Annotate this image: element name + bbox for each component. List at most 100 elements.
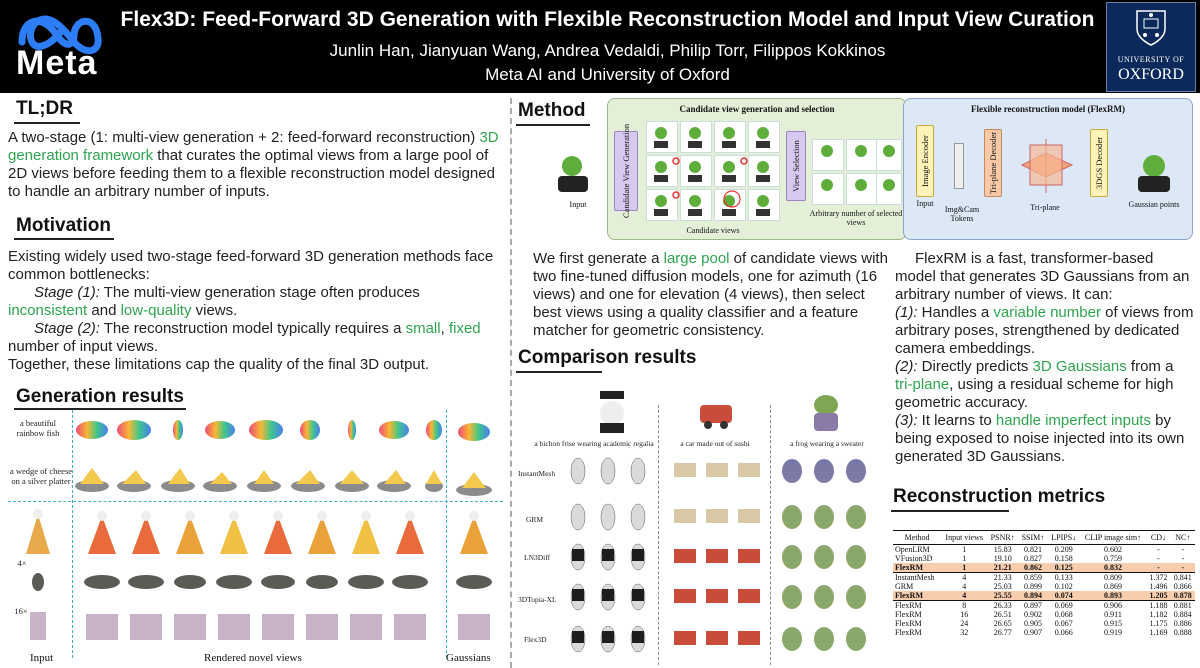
- poster-title: Flex3D: Feed-Forward 3D Generation with …: [120, 8, 1095, 31]
- table-cell: 25.03: [993, 582, 1012, 591]
- table-cell: 1.182: [1149, 610, 1168, 619]
- motivation-stage1-cont: inconsistent and low-quality views.: [8, 302, 238, 319]
- comparison-figure: a bichon frise wearing academic regalia …: [512, 385, 880, 668]
- table-cell: 0.894: [1018, 591, 1048, 601]
- gen-hat-views: [26, 509, 488, 554]
- output-crocodile-icon: [1138, 155, 1170, 192]
- column-divider: [510, 98, 512, 668]
- cmp-caption-car: a car made out of sushi: [680, 439, 750, 448]
- selected-views-icons: [821, 145, 895, 191]
- table-cell: 0.125: [1047, 563, 1080, 573]
- col-input-views: Input views: [941, 530, 988, 545]
- table-cell: 0.158: [1054, 554, 1073, 563]
- table-cell: 1: [962, 545, 967, 554]
- table-cell: 0.859: [1018, 572, 1048, 582]
- col-nc: NC↑: [1170, 530, 1195, 545]
- table-cell: 0.902: [1023, 610, 1042, 619]
- cmp-dog-prompt-icon: [600, 391, 624, 433]
- cmp-frog-prompt-icon: [814, 395, 838, 431]
- table-cell: 32: [960, 628, 969, 637]
- comparison-underline: [516, 371, 602, 373]
- table-cell: 0.827: [1023, 554, 1042, 563]
- table-cell: 0.884: [1173, 610, 1192, 619]
- tldr-highlight: 3D generation framework: [8, 129, 499, 164]
- table-cell: 0.893: [1079, 591, 1147, 601]
- table-cell: 0.878: [1170, 591, 1195, 601]
- table-cell: 8: [941, 600, 988, 610]
- table-cell: 4: [941, 591, 988, 601]
- triplane-decoder-block: Tri-plane Decoder: [984, 129, 1002, 197]
- method-heading: Method: [518, 100, 586, 121]
- table-cell: FlexRM: [893, 563, 942, 573]
- table-cell: VFusion3D: [895, 554, 933, 563]
- col-lpips: LPIPS↓: [1047, 530, 1080, 545]
- encoder-input-label: Input: [916, 199, 934, 208]
- table-cell: 0.881: [1170, 600, 1195, 610]
- diag-input-label: Input: [569, 200, 587, 209]
- table-cell: 0.068: [1054, 610, 1073, 619]
- table-cell: 16: [960, 610, 969, 619]
- table-cell: GRM: [895, 582, 914, 591]
- table-cell: 26.65: [993, 619, 1012, 628]
- table-cell: InstantMesh: [893, 572, 942, 582]
- gen-prompt-cheese: a wedge of cheese on a silver platter: [9, 466, 73, 486]
- metrics-table: Method Input views PSNR↑ SSIM↑ LPIPS↓ CL…: [893, 530, 1195, 637]
- motivation-stage2: Stage (2): The reconstruction model typi…: [34, 320, 481, 337]
- method-text-flexrm: FlexRM is a fast, transformer-based mode…: [895, 250, 1194, 465]
- table-cell: -: [1170, 563, 1195, 573]
- gen-divider-gauss: [446, 410, 447, 658]
- motivation-stage1: Stage (1): The multi-view generation sta…: [34, 284, 420, 301]
- cmp-row-grm: GRM: [526, 515, 544, 524]
- table-cell: 1.205: [1146, 591, 1171, 601]
- cmp-row-flex3d: Flex3D: [524, 635, 547, 644]
- metrics-heading: Reconstruction metrics: [893, 486, 1106, 507]
- motivation-intro: Existing widely used two-stage feed-forw…: [8, 248, 494, 283]
- method-underline: [516, 124, 590, 126]
- motivation-text: Existing widely used two-stage feed-forw…: [8, 248, 503, 374]
- tldr-t1: A two-stage (1: multi-view generation + …: [8, 129, 480, 146]
- table-cell: 0.841: [1170, 572, 1195, 582]
- table-cell: OpenLRM: [895, 545, 930, 554]
- table-cell: 0.821: [1023, 545, 1042, 554]
- table-cell: 26.77: [993, 628, 1012, 637]
- tldr-text: A two-stage (1: multi-view generation + …: [8, 129, 503, 201]
- table-cell: 1.372: [1146, 572, 1171, 582]
- oxford-crest-icon: [1136, 10, 1166, 46]
- table-cell: 26.33: [987, 600, 1019, 610]
- gen-cheese-views: [75, 468, 443, 492]
- table-cell: 1: [962, 554, 967, 563]
- cmp-divider-1: [658, 405, 659, 665]
- tldr-underline: [14, 122, 80, 124]
- method-text-pool: We first generate a large pool of candid…: [533, 250, 888, 339]
- poster-authors: Junlin Han, Jianyuan Wang, Andrea Vedald…: [329, 41, 886, 60]
- table-cell: -: [1181, 545, 1185, 554]
- gen-prompt-fish: a beautiful rainbow fish: [16, 418, 60, 438]
- table-cell: 24: [960, 619, 969, 628]
- method-diagram: Input Candidate view generation and sele…: [520, 98, 1196, 248]
- table-cell: 1: [941, 563, 988, 573]
- table-cell: 0.905: [1023, 619, 1042, 628]
- poster-affiliation: Meta AI and University of Oxford: [485, 65, 730, 84]
- gen-label-16x: 16×: [14, 606, 28, 616]
- oxford-line1: UNIVERSITY OF: [1117, 55, 1185, 64]
- cmp-caption-frog: a frog wearing a sweater: [790, 439, 864, 448]
- gen-fish-views: [76, 420, 442, 440]
- table-cell: 0.888: [1173, 628, 1192, 637]
- motivation-heading: Motivation: [16, 215, 111, 236]
- col-ssim: SSIM↑: [1018, 530, 1048, 545]
- oxford-line2: OXFORD: [1118, 66, 1184, 83]
- table-cell: 1.169: [1149, 628, 1168, 637]
- metrics-header-row: Method Input views PSNR↑ SSIM↑ LPIPS↓ CL…: [893, 530, 1195, 545]
- table-cell: FlexRM: [895, 610, 922, 619]
- table-cell: -: [1157, 545, 1160, 554]
- candidate-views-icons: [654, 127, 770, 216]
